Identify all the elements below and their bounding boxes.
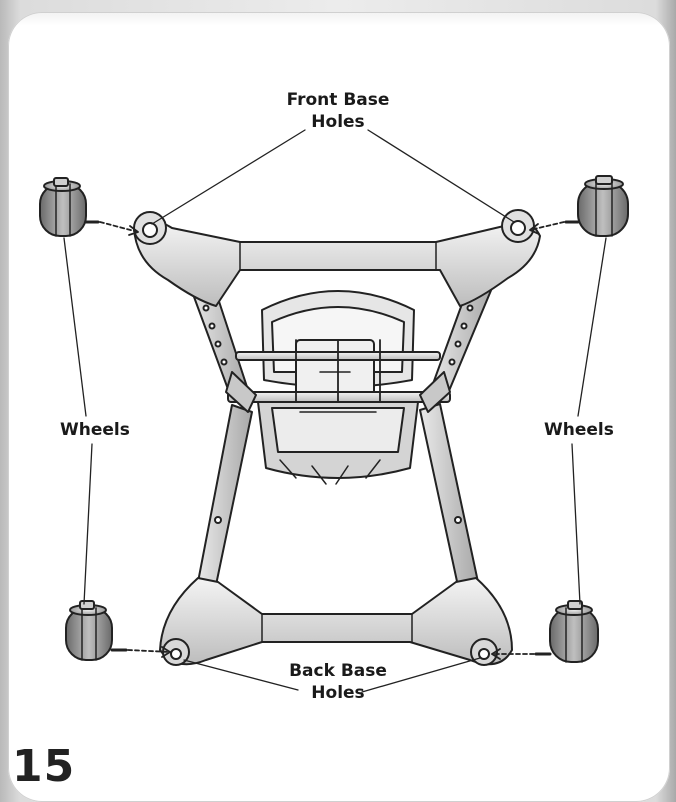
wheel-back-right [534,600,599,663]
wheels-label-right: Wheels [544,420,614,440]
wheel-front-left [39,177,100,237]
seat [225,290,451,485]
front-base-holes-line2: Holes [311,112,365,132]
front-base-frame [133,209,541,307]
page-number: 15 [12,741,76,792]
callout-lines [63,129,607,693]
wheels-label-left: Wheels [60,420,130,440]
back-base-holes-label: Back Base Holes [263,660,413,704]
insertion-arrows [99,221,565,660]
front-base-holes-label: Front Base Holes [263,89,413,133]
back-base-holes-line2: Holes [311,683,365,703]
back-base-frame [159,577,513,666]
wheel-back-left [65,600,128,661]
back-base-holes-line1: Back Base [289,661,387,681]
wheel-front-right [564,175,629,237]
front-base-holes-line1: Front Base [286,90,390,110]
